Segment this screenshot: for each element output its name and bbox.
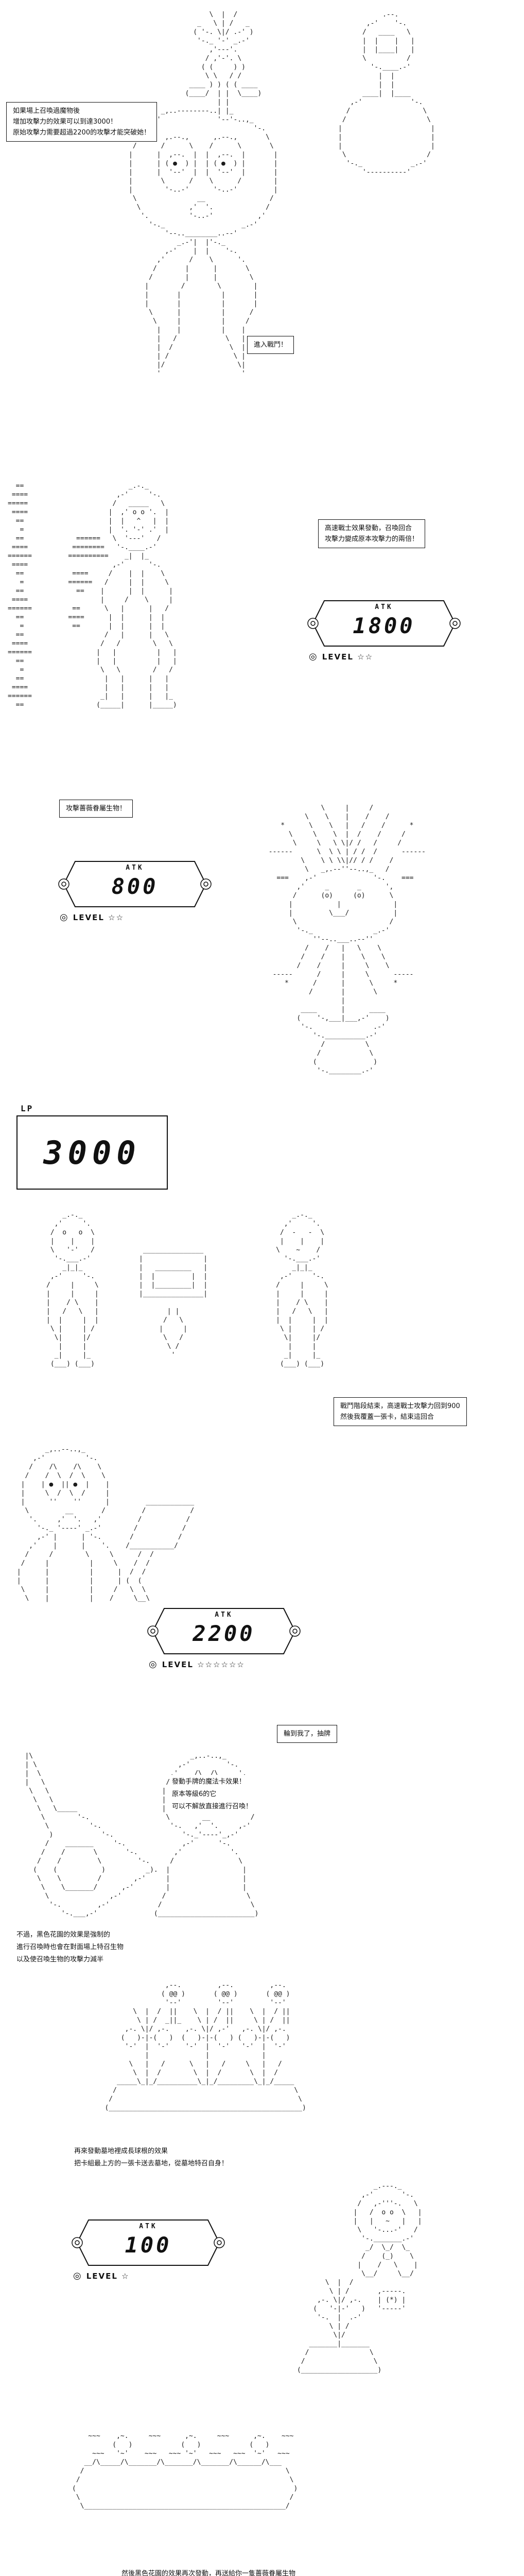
level-row: ◎ LEVEL ☆☆☆☆☆☆ [147, 1659, 301, 1670]
atk-label: ATK [215, 1611, 233, 1619]
atk-value: 100 [125, 2232, 172, 2258]
text-bulb-effect: 再來發動墓地裡成長球根的效果 把卡組最上方的一張卡送去墓地，從墓地特召自身！ [72, 2144, 231, 2171]
ascii-art-rose-tokens: ,--. ,--. ,--. ( @@ ) ( @@ ) ( @@ ) '--'… [104, 1981, 306, 2112]
level-row: ◎ LEVEL ☆ [71, 2272, 225, 2281]
level-row: ◎ LEVEL ☆☆ [58, 912, 212, 923]
atk-label: ATK [126, 864, 144, 872]
monster-stat-panel-4: ATK 100 ◎ LEVEL ☆ [71, 2218, 225, 2281]
level-circle-icon: ◎ [60, 912, 69, 923]
dialogue-box-attack-command: 攻擊薔薇眷屬生物！ [59, 800, 133, 818]
ascii-art-duel-field: _.-._ _.-._ ,' '. ,' '. / o o \ / - - [46, 1211, 328, 1368]
atk-label: ATK [375, 603, 393, 611]
ascii-art-battle-impact: \ | / \ \ | / / * \ \ | / / * \ \ \ | / … [268, 804, 426, 1075]
ascii-art-garden-vines: ~~~ ,~. ~~~ ,~. ~~~ ,~. ~~~ ( ) ( ) ( ) … [72, 2432, 298, 2510]
stat-frame-3: ATK 2200 [147, 1606, 301, 1656]
monster-stat-panel-3: ATK 2200 ◎ LEVEL ☆☆☆☆☆☆ [147, 1606, 301, 1669]
lp-display: LP 3000 [16, 1104, 168, 1190]
stat-octagon-frame [58, 861, 212, 907]
monster-stat-panel-1: ATK 1800 ◎ LEVEL ☆☆ [307, 599, 461, 662]
stat-octagon-frame [307, 600, 461, 647]
dialogue-box-my-turn: 輪到我了，抽牌 [277, 1725, 338, 1743]
text-black-garden-note: 不過，黑色花園的效果是強制的 進行召喚時也會在對面場上特召生物 以及使召喚生物的… [14, 1928, 126, 1967]
ascii-art-opening-scene: \ | / .--. _ \ | / _ ,-' '-. ( '-. \|/ .… [129, 11, 435, 378]
lp-value-box: 3000 [16, 1115, 168, 1190]
ascii-art-set-card: _,..--..,_ ,-' '-. / /\ /\ \ / / \ / \ \… [16, 1446, 195, 1602]
level-row: ◎ LEVEL ☆☆ [307, 652, 461, 662]
dialogue-box-battle-end: 戰鬥階段結束，高速戰士攻擊力回到900 然後我覆蓋一張卡，結束這回合 [334, 1397, 467, 1426]
atk-value: 2200 [193, 1621, 255, 1646]
level-circle-icon: ◎ [73, 2270, 82, 2281]
level-circle-icon: ◎ [309, 651, 318, 662]
stat-frame-2: ATK 800 [58, 859, 212, 909]
level-label: LEVEL ☆☆ [322, 652, 374, 662]
level-circle-icon: ◎ [149, 1659, 158, 1670]
dialogue-box-speed-warrior-effect: 高速戰士效果發動，召喚回合 攻擊力變成原本攻擊力的兩倍！ [318, 519, 426, 548]
level-label: LEVEL ☆ [86, 2272, 130, 2281]
level-label: LEVEL ☆☆ [73, 913, 125, 922]
stat-octagon-frame [147, 1608, 301, 1654]
lp-label: LP [21, 1104, 34, 1113]
ascii-art-speed-warrior: == _.-._ ==== ,-' '-. ===== / _____ \ ==… [8, 482, 177, 709]
lp-value: 3000 [43, 1133, 141, 1172]
text-summon-dialogue: 發動手牌的魔法卡效果！ 原本等級6的它 可以不解放直接進行召喚！ [170, 1775, 255, 1814]
level-label: LEVEL ☆☆☆☆☆☆ [162, 1660, 245, 1669]
atk-value: 800 [111, 874, 159, 899]
stat-octagon-frame [72, 2219, 225, 2266]
dialogue-box-enter-battle: 進入戰鬥！ [247, 336, 294, 354]
atk-value: 1800 [353, 613, 415, 638]
text-garden-again: 然後黑色花園的效果再次發動，再送給你一隻薔薇眷屬生物 [119, 2567, 298, 2576]
dialogue-box-intro: 如果場上召喚過魔物後 增加攻擊力的效果可以到達3000！ 原始攻擊力需要超過22… [6, 102, 158, 142]
stat-frame-4: ATK 100 [71, 2218, 225, 2267]
atk-label: ATK [139, 2223, 158, 2230]
ascii-art-bulb-creature: _.---._ ,-' '-. / ,-'''-. \ | / o o \ | … [296, 2182, 422, 2374]
monster-stat-panel-2: ATK 800 ◎ LEVEL ☆☆ [58, 859, 212, 922]
stat-frame-1: ATK 1800 [307, 599, 461, 648]
